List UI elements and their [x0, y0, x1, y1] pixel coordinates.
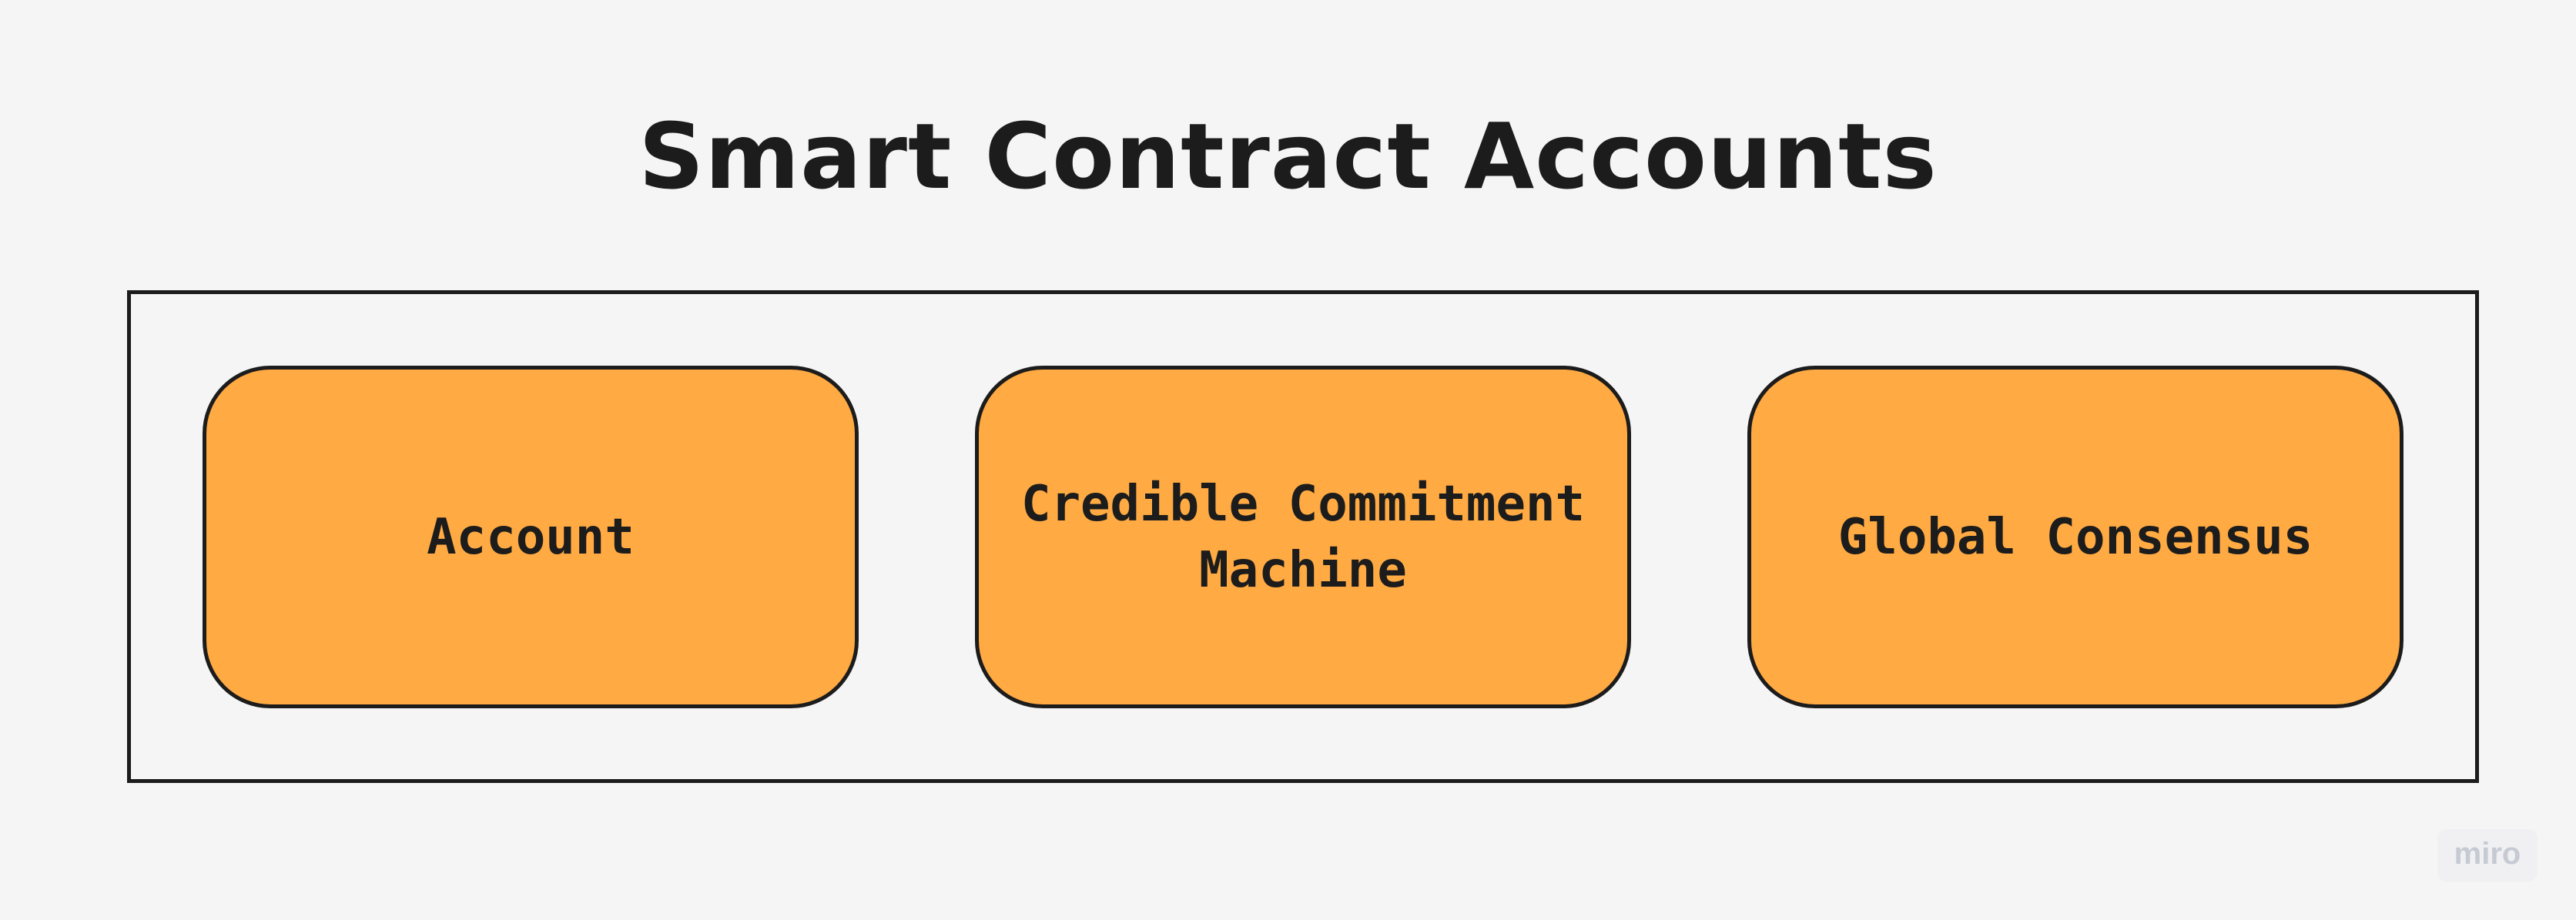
miro-watermark-logo: miro: [2437, 829, 2537, 882]
node-global-consensus[interactable]: Global Consensus: [1747, 366, 2403, 708]
miro-logo-icon: miro: [2454, 837, 2521, 871]
node-account[interactable]: Account: [203, 366, 859, 708]
node-credible-commitment-machine[interactable]: Credible Commitment Machine: [975, 366, 1631, 708]
node-label: Credible Commitment Machine: [1020, 475, 1586, 599]
node-label: Global Consensus: [1837, 508, 2313, 566]
node-label: Account: [427, 508, 635, 566]
diagram-title: Smart Contract Accounts: [638, 103, 1938, 209]
watermark-text: miro: [2454, 837, 2521, 871]
